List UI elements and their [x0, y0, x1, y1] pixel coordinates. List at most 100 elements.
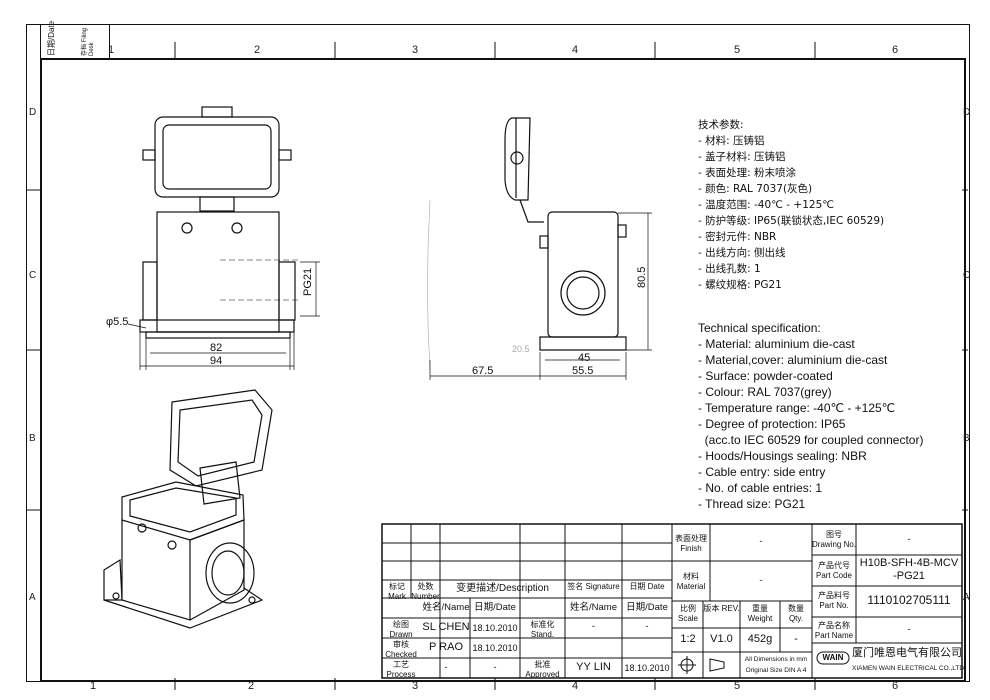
- tb-rev: 版本 REV.: [703, 604, 740, 613]
- tb-date-header-2: 日期/Date: [626, 602, 668, 613]
- tb-part-code-value-2: -PG21: [893, 570, 925, 582]
- tb-approved-date: 18.10.2010: [624, 663, 670, 673]
- col-label-1-bottom: 1: [90, 680, 97, 692]
- col-label-3-top: 3: [412, 44, 419, 56]
- spec-cn-line: - 出线方向: 侧出线: [698, 247, 786, 259]
- row-label-b-left: B: [29, 433, 36, 444]
- col-label-3-bottom: 3: [412, 680, 419, 692]
- dim-55-5: 55.5: [572, 365, 594, 377]
- dim-94: 94: [210, 355, 223, 367]
- col-label-6-top: 6: [892, 44, 899, 56]
- col-label-5-top: 5: [734, 44, 741, 56]
- tb-drawn-date: 18.10.2010: [472, 623, 518, 633]
- tb-finish-value: -: [759, 536, 763, 547]
- tb-drawing-no-value: -: [907, 534, 911, 545]
- tb-process: 工艺 Process: [386, 660, 416, 679]
- tb-drawn: 绘图 Drawn: [389, 620, 413, 639]
- tb-weight-value: 452g: [747, 633, 773, 645]
- spec-en: Technical specification: - Material: alu…: [698, 320, 923, 512]
- tb-drawn-name: SL CHEN: [422, 621, 470, 633]
- filing-strip: [40, 24, 110, 59]
- tb-qty: 数量 Qty.: [788, 604, 804, 623]
- tb-scale-value: 1:2: [680, 633, 696, 645]
- spec-en-line: - Colour: RAL 7037(grey): [698, 385, 832, 399]
- spec-cn-line: - 温度范围: -40℃ - +125℃: [698, 199, 835, 211]
- tb-part-no-value: 1110102705111: [867, 593, 951, 607]
- spec-en-line: - Material: aluminium die-cast: [698, 337, 855, 351]
- spec-en-line: - Material,cover: aluminium die-cast: [698, 353, 888, 367]
- row-label-a-right: A: [963, 592, 970, 603]
- tb-stand-date: -: [645, 621, 649, 632]
- front-view: [139, 106, 300, 339]
- row-label-d-left: D: [29, 107, 37, 118]
- tb-material: 材料 Material: [676, 572, 706, 591]
- spec-cn-line: - 盖子材料: 压铸铝: [698, 151, 786, 163]
- company-logo: WAIN: [822, 653, 844, 662]
- col-label-2-top: 2: [254, 44, 261, 56]
- tb-rev-value: V1.0: [710, 633, 733, 645]
- isometric-view: [103, 389, 273, 629]
- spec-en-line: - Degree of protection: IP65: [698, 417, 846, 431]
- col-label-4-top: 4: [572, 44, 579, 56]
- spec-cn-line: - 螺纹规格: PG21: [698, 279, 782, 291]
- row-label-b-right: B: [963, 433, 970, 444]
- tb-part-code-value-1: H10B-SFH-4B-MCV: [859, 557, 959, 569]
- dim-82: 82: [210, 342, 223, 354]
- spec-cn-line: - 密封元件: NBR: [698, 231, 777, 243]
- spec-cn-line: - 防护等级: IP65(联锁状态,IEC 60529): [698, 215, 885, 227]
- dim-67-5: 67.5: [472, 365, 494, 377]
- tb-checked-name: P RAO: [428, 641, 464, 653]
- spec-en-line: - Cable entry: side entry: [698, 465, 826, 479]
- spec-cn-line: - 出线孔数: 1: [698, 263, 761, 275]
- row-label-c-left: C: [29, 270, 37, 281]
- dim-diameter: φ5.5: [106, 316, 129, 328]
- spec-en-line: (acc.to IEC 60529 for coupled connector): [698, 433, 924, 447]
- col-label-6-bottom: 6: [892, 680, 899, 692]
- tb-name-header: 姓名/Name: [422, 602, 470, 613]
- spec-en-line: - Thread size: PG21: [698, 497, 806, 511]
- tb-part-name-value: -: [907, 624, 911, 635]
- tb-drawing-no: 图号 Drawing No.: [812, 530, 857, 549]
- tb-part-no: 产品料号 Part No.: [818, 591, 850, 610]
- spec-cn-line: 技术参数:: [698, 119, 744, 131]
- spec-en-line: - Temperature range: -40℃ - +125℃: [698, 401, 896, 415]
- tb-stand: 标准化 Stand.: [530, 620, 555, 639]
- row-label-a-left: A: [29, 592, 36, 603]
- spec-en-line: - Surface: powder-coated: [698, 369, 833, 383]
- dim-20-5: 20.5: [512, 344, 530, 354]
- spec-cn: 技术参数: - 材料: 压铸铝 - 盖子材料: 压铸铝 - 表面处理: 粉末喷涂…: [698, 117, 884, 293]
- tb-checked-date: 18.10.2010: [472, 643, 518, 653]
- row-label-d-right: D: [963, 107, 971, 118]
- tb-number: 处数 Number: [411, 582, 440, 601]
- spec-cn-line: - 表面处理: 粉末喷涂: [698, 167, 797, 179]
- tb-weight: 重量 Weight: [747, 604, 773, 623]
- drawing-border: [40, 58, 966, 682]
- tb-process-name: -: [444, 662, 448, 673]
- tb-part-name: 产品名称 Part Name: [814, 621, 854, 640]
- tb-name-header-2: 姓名/Name: [570, 602, 617, 613]
- tb-date-header: 日期/Date: [474, 602, 516, 613]
- tb-signature: 签名 Signature: [567, 582, 620, 591]
- tb-dims-note-1: All Dimensions in mm: [744, 656, 808, 663]
- spec-en-line: - Hoods/Housings sealing: NBR: [698, 449, 867, 463]
- row-label-c-right: C: [963, 270, 971, 281]
- tb-date: 日期 Date: [629, 582, 665, 591]
- tb-qty-value: -: [794, 633, 798, 645]
- spec-en-line: Technical specification:: [698, 321, 821, 335]
- col-label-1-top: 1: [108, 44, 115, 56]
- tb-material-value: -: [759, 575, 763, 586]
- tb-part-code: 产品代号 Part Code: [815, 561, 853, 580]
- tb-finish: 表面处理 Finish: [675, 534, 707, 553]
- tb-approved: 批准 Approved: [525, 660, 560, 679]
- col-label-5-bottom: 5: [734, 680, 741, 692]
- tb-checked: 审核 Checked: [385, 640, 417, 659]
- dim-45: 45: [578, 352, 591, 364]
- col-label-2-bottom: 2: [248, 680, 255, 692]
- tb-scale: 比例 Scale: [677, 604, 698, 623]
- spec-cn-line: - 颜色: RAL 7037(灰色): [698, 183, 813, 195]
- tb-stand-name: -: [591, 621, 596, 632]
- spec-cn-line: - 材料: 压铸铝: [698, 135, 765, 147]
- company-name-en: XIAMEN WAIN ELECTRICAL CO.,LTD: [852, 665, 965, 672]
